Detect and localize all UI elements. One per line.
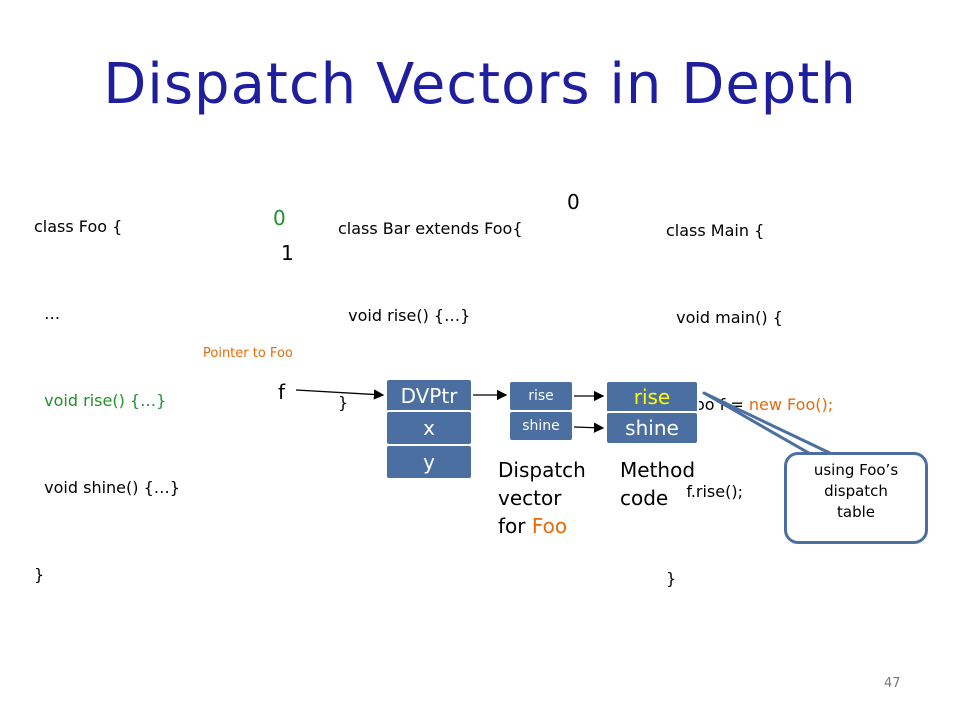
slide-title: Dispatch Vectors in Depth	[103, 52, 857, 117]
callout-line: dispatch	[824, 482, 888, 500]
caption-line: for Foo	[498, 512, 586, 540]
caption-line: code	[620, 486, 669, 510]
bar-class-code: class Bar extends Foo{ void rise() {…} }	[338, 156, 523, 446]
code-line: }	[666, 569, 677, 588]
caption-line: vector	[498, 486, 562, 510]
dispatch-vector-caption: Dispatch vector for Foo	[498, 456, 586, 540]
code-line: class Bar extends Foo{	[338, 219, 523, 238]
page-number: 47	[884, 676, 901, 691]
callout-tail	[702, 391, 836, 458]
callout-line: using Foo’s	[813, 461, 899, 479]
foo-shine-index: 1	[281, 241, 294, 265]
code-line: …	[34, 304, 61, 323]
code-line: class Foo {	[34, 217, 123, 236]
code-line-shine: void shine() {…}	[34, 478, 180, 497]
callout-line: table	[837, 503, 875, 521]
pointer-label: Pointer to Foo	[203, 346, 293, 361]
code-line: }	[338, 393, 349, 412]
code-line: }	[34, 565, 45, 584]
code-line: class Main {	[666, 221, 765, 240]
code-line-rise: void rise() {…}	[34, 391, 167, 410]
foo-rise-index: 0	[273, 206, 286, 230]
object-field-dvptr: DVPtr	[385, 378, 473, 414]
caption-line: Dispatch	[498, 458, 586, 482]
code-line: void rise() {…}	[338, 306, 471, 325]
bar-rise-index: 0	[567, 190, 580, 214]
callout-bubble: using Foo’s dispatch table	[784, 452, 928, 544]
variable-f: f	[278, 380, 286, 404]
object-field-x: x	[385, 410, 473, 446]
new-foo-expression: new Foo();	[748, 395, 834, 414]
method-code-rise: rise	[605, 380, 699, 414]
shine-arrow	[573, 422, 605, 433]
code-line: f.rise();	[666, 482, 743, 501]
caption-line: Method	[620, 458, 696, 482]
pointer-arrow	[295, 389, 385, 400]
foo-class-code: class Foo { … void rise() {…} void shine…	[34, 154, 180, 618]
caption-text: for	[498, 514, 532, 538]
object-field-y: y	[385, 444, 473, 480]
caption-foo: Foo	[531, 514, 568, 538]
code-line: void main() {	[666, 308, 783, 327]
method-code-shine: shine	[605, 411, 699, 445]
method-code-caption: Method code	[620, 456, 695, 512]
dispatch-entry-shine: shine	[508, 410, 574, 442]
dispatch-entry-rise: rise	[508, 380, 574, 412]
